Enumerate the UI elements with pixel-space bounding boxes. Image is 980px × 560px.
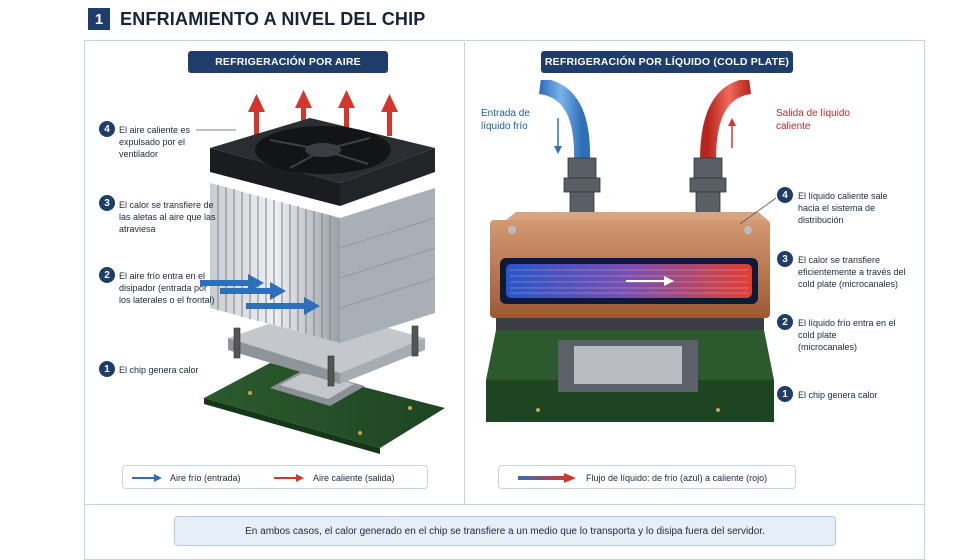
inlet-label: Entrada de líquido frío	[481, 108, 530, 132]
liquid-flow-legend-label: Flujo de líquido: de frío (azul) a calie…	[586, 473, 768, 483]
air-panel-title: REFRIGERACIÓN POR AIRE	[188, 51, 388, 73]
air-cooler-illustration	[200, 90, 445, 454]
cold-air-legend-arrow	[132, 474, 162, 482]
cold-plate-illustration	[486, 80, 774, 422]
liquid-panel-title: REFRIGERACIÓN POR LÍQUIDO (COLD PLATE)	[541, 51, 793, 73]
air-step-1-marker: 1	[99, 361, 115, 377]
air-step-4-label: El aire caliente es expulsado por el ven…	[119, 125, 191, 159]
liquid-step-1-marker: 1	[777, 386, 793, 402]
air-step-2-marker: 2	[99, 267, 115, 283]
liquid-leaders	[740, 197, 777, 225]
air-step-3-label: El calor se transfiere de las aletas al …	[119, 200, 216, 234]
liquid-step-3-label: El calor se transfiere eficientemente a …	[798, 255, 906, 289]
panel-divider	[464, 42, 465, 504]
footer-divider	[85, 504, 924, 505]
hot-air-legend-arrow	[274, 474, 304, 482]
cold-air-legend-label: Aire frío (entrada)	[170, 473, 241, 483]
hot-air-legend-label: Aire caliente (salida)	[313, 473, 395, 483]
liquid-step-4-marker: 4	[777, 187, 793, 203]
section-header: 1 ENFRIAMIENTO A NIVEL DEL CHIP	[88, 8, 426, 30]
liquid-step-4-label: El líquido caliente sale hacia el sistem…	[798, 191, 888, 225]
liquid-step-3-marker: 3	[777, 251, 793, 267]
liquid-step-2-marker: 2	[777, 314, 793, 330]
hot-air-arrows	[248, 90, 398, 136]
section-title: ENFRIAMIENTO A NIVEL DEL CHIP	[120, 8, 426, 29]
air-step-4-marker: 4	[99, 121, 115, 137]
liquid-flow-legend-arrow	[518, 473, 576, 483]
motherboard	[204, 363, 445, 448]
air-step-3-marker: 3	[99, 195, 115, 211]
air-step-2-label: El aire frío entra en el disipador (entr…	[119, 271, 215, 305]
outlet-tube	[700, 80, 752, 161]
section-number-badge: 1	[88, 8, 110, 30]
liquid-step-1-label: El chip genera calor	[798, 390, 878, 400]
air-step-1-label: El chip genera calor	[119, 365, 199, 375]
inlet-tube	[538, 80, 591, 161]
air-step-4-leader	[196, 129, 236, 131]
liquid-step-2-label: El líquido frío entra en el cold plate (…	[798, 318, 896, 352]
summary-note: En ambos casos, el calor generado en el …	[174, 516, 836, 546]
cold-air-arrows	[200, 274, 320, 315]
outlet-label: Salida de líquido caliente	[776, 108, 850, 132]
